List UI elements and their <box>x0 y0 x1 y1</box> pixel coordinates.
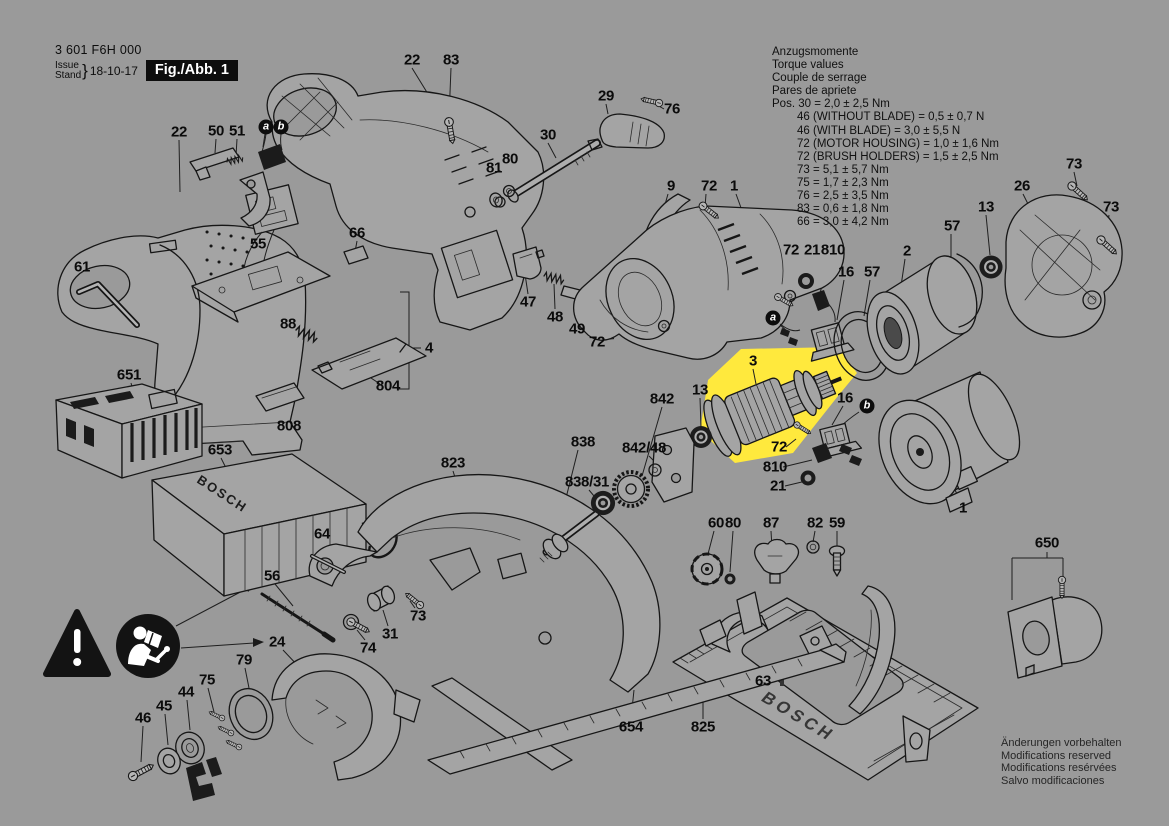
issue-stand-label: Issue Stand <box>55 59 82 81</box>
torque-line: 72 (BRUSH HOLDERS) = 1,5 ± 2,5 Nm <box>797 150 999 163</box>
figure-badge: Fig./Abb. 1 <box>145 60 238 81</box>
brush-kit-upper-drawing <box>772 273 891 381</box>
upper-guard-drawing <box>308 473 661 693</box>
footer-line: Modifications reserved <box>1001 749 1112 762</box>
stator-gearhousing-drawing <box>866 179 1123 375</box>
switch-and-smallparts-drawing <box>76 116 458 412</box>
charger-drawing: BOSCH <box>151 453 398 597</box>
torque-line: Pares de apriete <box>772 85 857 98</box>
part-number: 3 601 F6H 000 <box>55 43 142 57</box>
torque-line: 73 = 5,1 ± 5,7 Nm <box>797 163 889 176</box>
torque-line: 72 (MOTOR HOUSING) = 1,0 ± 1,6 Nm <box>797 137 999 150</box>
motor-assembly-drawing <box>878 371 1021 513</box>
torque-line: 83 = 0,6 ± 1,8 Nm <box>797 203 889 216</box>
armature-drawing <box>690 369 842 457</box>
torque-line: Anzugsmomente <box>772 46 859 58</box>
brush-kit-lower-drawing <box>792 420 863 486</box>
torque-line: 76 = 2,5 ± 3,5 Nm <box>797 190 889 203</box>
footer-line: Salvo modificaciones <box>1001 774 1105 787</box>
torque-line: 75 = 1,7 ± 2,3 Nm <box>797 176 889 189</box>
lower-guard-drawing <box>126 585 426 801</box>
torque-line: 46 (WITH BLADE) = 3,0 ± 5,5 N <box>797 124 961 137</box>
header: 3 601 F6H 000 Issue Stand } 18-10-17 Fig… <box>55 43 238 81</box>
torque-line: 46 (WITHOUT BLADE) = 0,5 ± 0,7 N <box>797 111 985 124</box>
torque-line: 66 = 3,0 ± 4,2 Nm <box>797 216 889 229</box>
footer-line: Modifications resérvées <box>1001 762 1117 775</box>
torque-line: Torque values <box>772 59 844 72</box>
dust-adapter-drawing <box>1007 575 1103 679</box>
spindle-gear-drawing <box>539 427 695 563</box>
battery-drawing <box>55 383 203 479</box>
footer-line: Änderungen vorbehalten <box>1001 737 1122 749</box>
issue-date: 18-10-17 <box>89 63 138 78</box>
warning-triangle-icon <box>43 609 111 677</box>
brace-glyph: } <box>82 60 88 80</box>
read-manual-icon <box>116 614 180 678</box>
torque-line: Couple de serrage <box>772 72 867 85</box>
lever-rod-drawing <box>489 94 665 208</box>
torque-line: Pos. 30 = 2,0 ± 2,5 Nm <box>772 98 890 111</box>
rip-fence-drawing <box>427 643 847 775</box>
